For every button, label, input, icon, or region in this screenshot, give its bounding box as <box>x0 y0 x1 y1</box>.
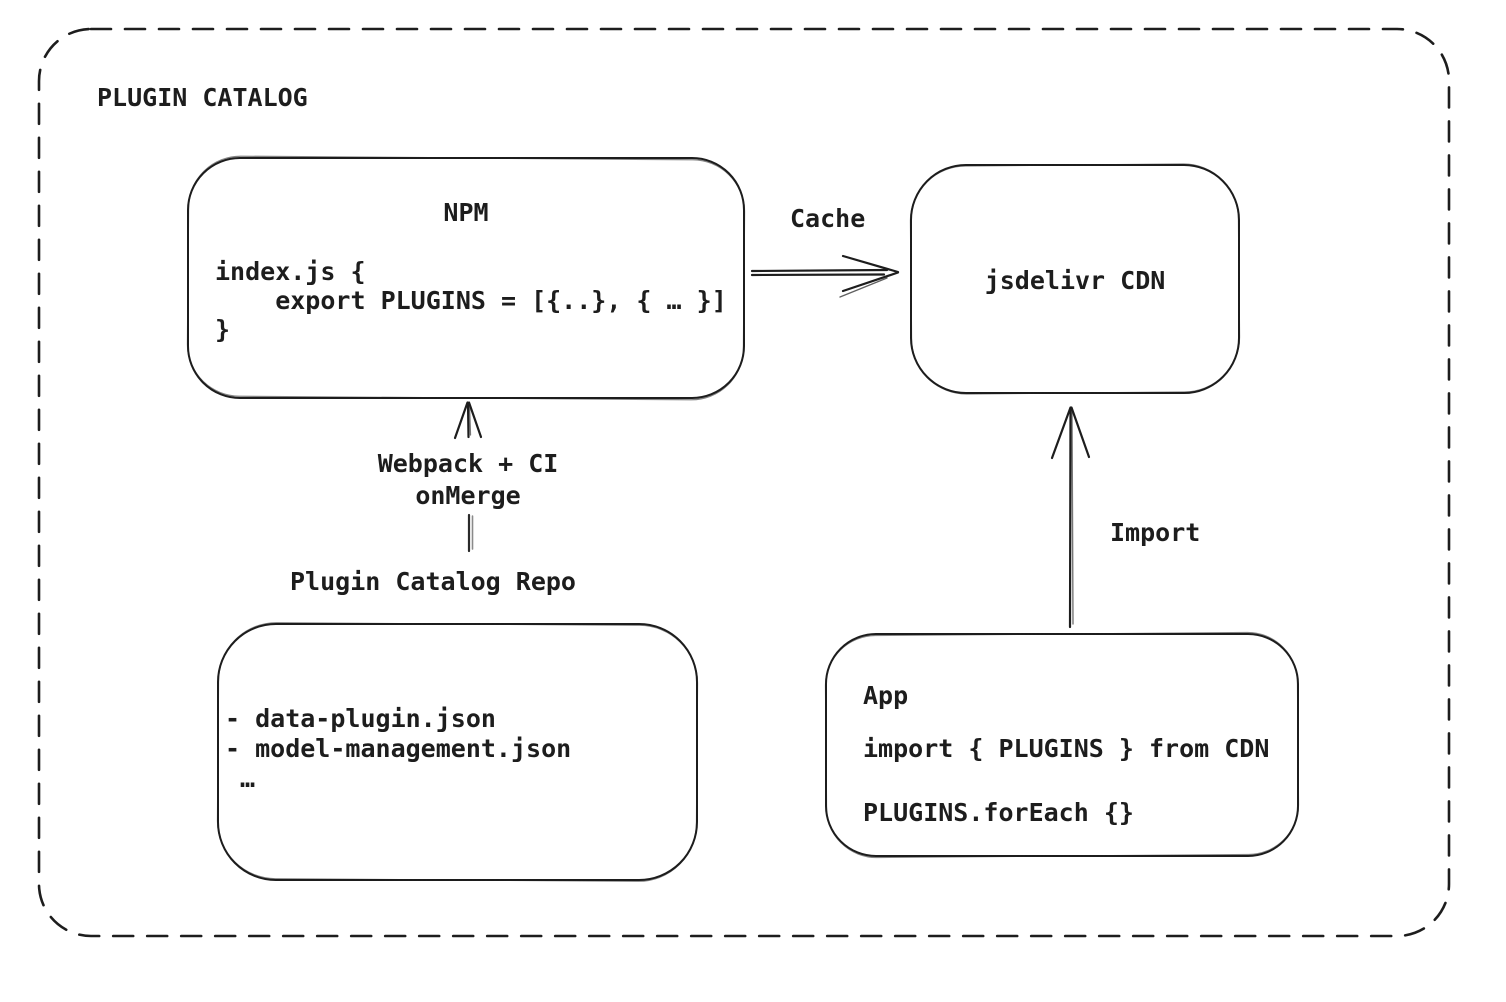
build-edge-label: Webpack + CI onMerge <box>377 449 559 510</box>
app-box-title: App <box>863 681 909 710</box>
build-connector-tick <box>467 513 474 553</box>
repo-box-title: Plugin Catalog Repo <box>290 567 576 596</box>
repo-file-list: - data-plugin.json - model-management.js… <box>225 704 572 793</box>
npm-code-snippet: index.js { export PLUGINS = [{..}, { … }… <box>215 257 727 344</box>
import-arrow <box>1050 406 1091 629</box>
app-box <box>824 631 1300 859</box>
cdn-box <box>909 163 1241 395</box>
cdn-box-label: jsdelivr CDN <box>984 266 1166 295</box>
npm-box <box>186 155 746 401</box>
app-code-import-line: import { PLUGINS } from CDN <box>863 734 1270 763</box>
import-edge-label: Import <box>1110 518 1201 547</box>
cache-arrow <box>750 254 900 298</box>
diagram-title: PLUGIN CATALOG <box>97 83 308 112</box>
app-code-foreach-line: PLUGINS.forEach {} <box>863 798 1134 827</box>
npm-box-title: NPM <box>443 198 489 227</box>
cache-edge-label: Cache <box>790 204 866 233</box>
repo-box <box>216 622 699 882</box>
build-arrow <box>453 401 483 440</box>
catalog-boundary <box>37 27 1451 938</box>
